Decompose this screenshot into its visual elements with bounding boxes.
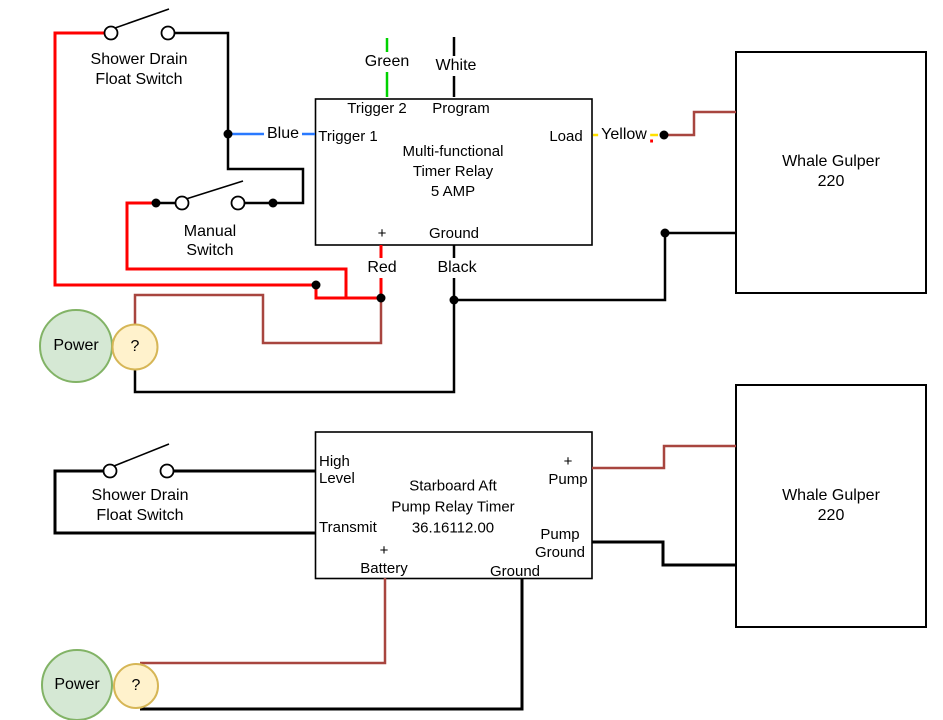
junction-dot-blue <box>223 129 233 139</box>
relay2-title: Starboard Aft Pump Relay Timer 36.16112.… <box>391 477 515 537</box>
wire-brown-load-to-pump <box>664 110 736 137</box>
fuse-label-bottom: ? <box>131 677 141 694</box>
relay1-ground-label: Ground <box>428 225 480 242</box>
float-switch-contact <box>103 25 119 41</box>
wire-black-ground-to-pump <box>454 231 736 302</box>
relay2-ground-label: Ground <box>489 563 541 580</box>
wire-black-ground2-to-fuse <box>140 578 524 711</box>
relay2-battery-label: + Battery <box>360 542 408 577</box>
relay1-trigger1-label: Trigger 1 <box>318 128 378 145</box>
relay2-highlevel-label: High Level <box>319 453 355 487</box>
whale-gulper-box-top <box>735 51 927 294</box>
power-label-bottom: Power <box>54 676 100 693</box>
wire-red-manual-feed <box>125 201 348 298</box>
manual-switch-terminal-right <box>268 198 278 208</box>
relay1-plus-label: + <box>377 225 387 242</box>
float-switch-lever-bottom <box>113 443 170 467</box>
wire-label-green: Green <box>361 52 413 72</box>
wire-black-floatswitch2-left <box>53 469 315 535</box>
relay1-trigger2-label: Trigger 2 <box>347 100 407 117</box>
wire-brown-battery2 <box>140 578 387 665</box>
fuse-circle-top <box>111 323 159 371</box>
relay1-load-label: Load <box>549 128 583 145</box>
wire-red-junction-to-plus <box>314 285 381 300</box>
relay2-pumpplus-label: + Pump <box>548 453 588 488</box>
timer-relay-box <box>314 98 593 246</box>
pump-relay-timer-box <box>314 431 593 580</box>
junction-dot-red-plus <box>376 293 386 303</box>
manual-switch-label: Manual Switch <box>183 223 237 259</box>
manual-switch-contact <box>230 195 246 211</box>
junction-dot-red-left <box>311 280 321 290</box>
whale-gulper-label-bottom: Whale Gulper 220 <box>782 487 880 524</box>
power-circle-bottom <box>41 649 113 720</box>
wire-black-ground-to-fuse <box>133 245 456 394</box>
wire-label-blue: Blue <box>263 124 303 144</box>
junction-dot-yellow-brown <box>659 130 669 140</box>
wire-label-black: Black <box>434 258 480 278</box>
power-label-top: Power <box>53 337 99 354</box>
wire-black-floatswitch-to-manual <box>175 31 305 205</box>
whale-gulper-box-bottom <box>735 384 927 628</box>
float-switch-label-top: Shower Drain Float Switch <box>90 51 188 88</box>
manual-switch-terminal-left <box>151 198 161 208</box>
wire-label-red: Red <box>364 258 400 278</box>
relay1-program-label: Program <box>432 100 490 117</box>
float-switch2-contact <box>102 463 118 479</box>
manual-switch-lever <box>185 180 244 200</box>
fuse-circle-bottom <box>113 663 159 709</box>
wire-brown-pump2 <box>592 444 736 470</box>
junction-dot-ground <box>449 295 459 305</box>
whale-gulper-label-top: Whale Gulper 220 <box>782 153 880 190</box>
wire-red-floatswitch-feed <box>53 31 316 287</box>
relay2-transmit-label: Transmit <box>319 519 377 536</box>
fuse-label-top: ? <box>130 338 140 355</box>
relay2-pumpground-label: Pump Ground <box>534 526 586 561</box>
wire-label-yellow: Yellow <box>598 125 650 145</box>
wire-black-pumpground2 <box>592 540 736 567</box>
float-switch-lever-top <box>114 8 170 29</box>
float-switch-contact <box>160 25 176 41</box>
relay1-title: Multi-functional Timer Relay 5 AMP <box>402 143 504 200</box>
wire-label-white: White <box>432 56 480 76</box>
float-switch-label-bottom: Shower Drain Float Switch <box>91 487 189 524</box>
manual-switch-contact <box>174 195 190 211</box>
float-switch2-contact <box>159 463 175 479</box>
wire-brown-fuse-to-plus <box>133 293 383 345</box>
junction-dot-black-pump <box>660 228 670 238</box>
